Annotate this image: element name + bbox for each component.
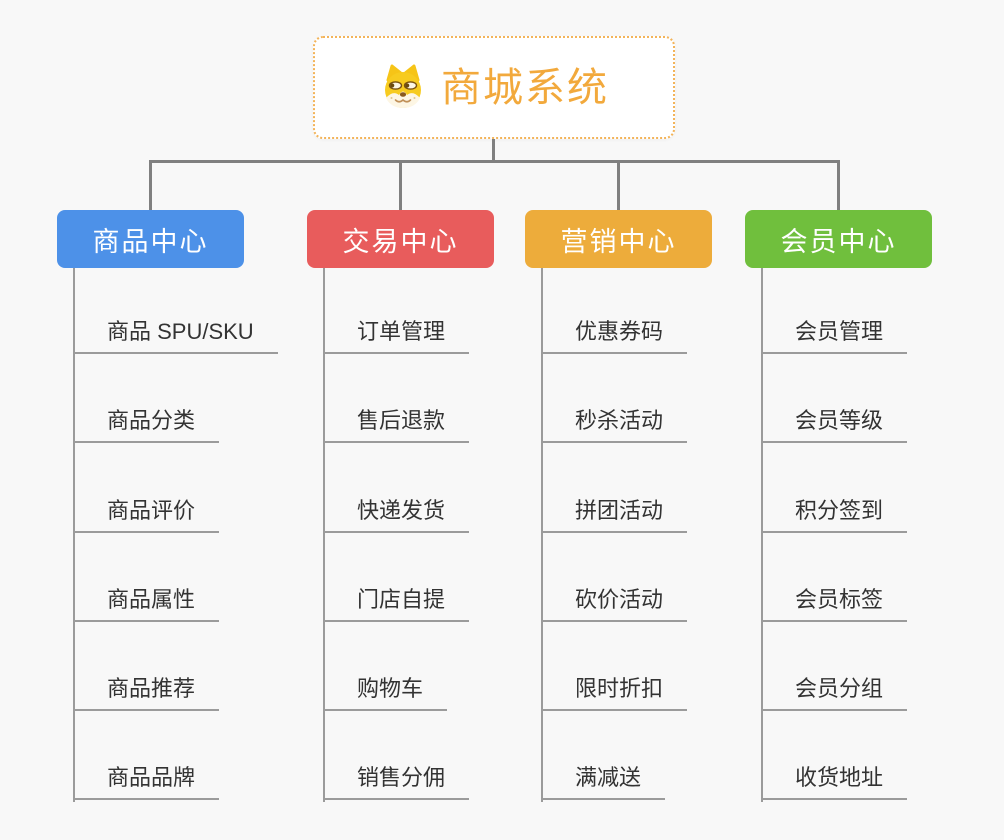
leaf-item[interactable]: 售后退款 (323, 406, 470, 443)
branch-spine-member (761, 268, 763, 802)
leaf-item[interactable]: 满减送 (541, 763, 666, 800)
leaf-item[interactable]: 快递发货 (323, 496, 470, 533)
branch-product-center[interactable]: 商品中心 (57, 210, 244, 268)
leaf-item[interactable]: 购物车 (323, 674, 448, 711)
branch-member-center[interactable]: 会员中心 (745, 210, 932, 268)
leaf-item[interactable]: 秒杀活动 (541, 406, 688, 443)
root-node[interactable]: 商城系统 (313, 36, 675, 139)
leaf-item[interactable]: 门店自提 (323, 585, 470, 622)
leaf-item[interactable]: 限时折扣 (541, 674, 688, 711)
leaf-item[interactable]: 积分签到 (761, 496, 908, 533)
leaf-item[interactable]: 订单管理 (323, 317, 470, 354)
leaf-item[interactable]: 商品 SPU/SKU (73, 317, 278, 354)
connector-root-stem (492, 139, 495, 161)
connector-drop-member (837, 160, 840, 210)
connector-bus (149, 160, 840, 163)
dog-face-icon (379, 64, 427, 112)
leaf-item[interactable]: 收货地址 (761, 763, 908, 800)
connector-drop-trade (399, 160, 402, 210)
leaf-item[interactable]: 商品品牌 (73, 763, 220, 800)
root-label: 商城系统 (441, 65, 609, 110)
leaf-item[interactable]: 砍价活动 (541, 585, 688, 622)
branch-marketing-center[interactable]: 营销中心 (525, 210, 712, 268)
leaf-item[interactable]: 会员等级 (761, 406, 908, 443)
leaf-item[interactable]: 会员管理 (761, 317, 908, 354)
leaf-item[interactable]: 销售分佣 (323, 763, 470, 800)
branch-spine-product (73, 268, 75, 802)
leaf-item[interactable]: 会员分组 (761, 674, 908, 711)
connector-drop-product (149, 160, 152, 210)
branch-trade-center[interactable]: 交易中心 (307, 210, 494, 268)
leaf-item[interactable]: 商品推荐 (73, 674, 220, 711)
leaf-item[interactable]: 会员标签 (761, 585, 908, 622)
branch-spine-trade (323, 268, 325, 802)
leaf-item[interactable]: 商品分类 (73, 406, 220, 443)
leaf-item[interactable]: 商品评价 (73, 496, 220, 533)
connector-drop-marketing (617, 160, 620, 210)
branch-spine-marketing (541, 268, 543, 802)
leaf-item[interactable]: 优惠券码 (541, 317, 688, 354)
leaf-item[interactable]: 商品属性 (73, 585, 220, 622)
leaf-item[interactable]: 拼团活动 (541, 496, 688, 533)
